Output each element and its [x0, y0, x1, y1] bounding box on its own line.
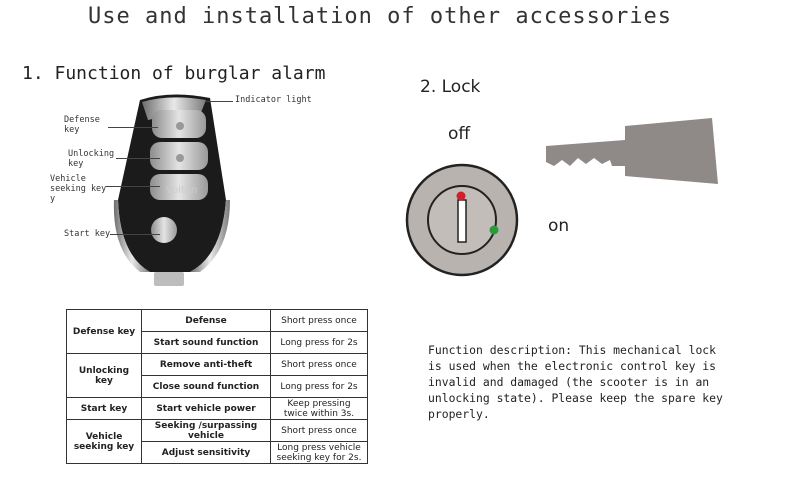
page-title: Use and installation of other accessorie… [88, 4, 673, 29]
key-function-table: Defense key Defense Short press once Sta… [66, 309, 368, 464]
group-vehicle-seeking-key: Vehicle seeking key [66, 419, 142, 464]
off-indicator-dot [456, 191, 466, 201]
operation-cell: Short press once [270, 419, 368, 442]
callout-line-defense [108, 127, 158, 128]
function-cell: Start vehicle power [141, 397, 271, 420]
lock-off-label: off [448, 124, 471, 144]
seeking-button-shape [150, 174, 208, 200]
function-cell: Defense [141, 309, 271, 332]
group-start-key: Start key [66, 397, 142, 420]
group-unlocking-key: Unlocking key [66, 353, 142, 398]
operation-cell: Long press vehicle seeking key for 2s. [270, 441, 368, 464]
key-fob-illustration: Voltan [113, 94, 230, 286]
table-row: Adjust sensitivity Long press vehicle se… [67, 441, 368, 464]
callout-line-start [110, 234, 160, 235]
callout-indicator-light: Indicator light [235, 95, 312, 105]
section-burglar-alarm-heading: 1. Function of burglar alarm [22, 63, 326, 84]
operation-cell: Long press for 2s [270, 375, 368, 398]
function-cell: Seeking /surpassing vehicle [141, 419, 271, 442]
lock-function-description: Function description: This mechanical lo… [428, 343, 723, 421]
section-lock-heading: 2. Lock [420, 77, 481, 97]
operation-cell: Keep pressing twice within 3s. [270, 397, 368, 420]
table-row: Unlocking key Remove anti-theft Short pr… [66, 353, 368, 398]
operation-cell: Short press once [270, 309, 368, 332]
function-cell: Adjust sensitivity [141, 441, 271, 464]
on-indicator-dot [489, 225, 499, 235]
callout-seeking-key: Vehicle seeking key y [50, 174, 107, 204]
callout-unlocking-key: Unlocking key [68, 149, 115, 169]
callout-line-indicator [205, 101, 233, 102]
group-defense-key: Defense key [66, 309, 142, 354]
lock-on-label: on [548, 216, 570, 236]
table-row: Start sound function Long press for 2s [67, 331, 368, 354]
spare-key-illustration [546, 118, 718, 184]
callout-line-seeking [106, 186, 160, 187]
table-row: Start key Start vehicle power Keep press… [66, 397, 368, 420]
function-cell: Start sound function [141, 331, 271, 354]
function-cell: Remove anti-theft [141, 353, 271, 376]
svg-text:Voltan: Voltan [166, 185, 197, 196]
callout-start-key: Start key [64, 229, 111, 239]
function-cell: Close sound function [141, 375, 271, 398]
operation-cell: Long press for 2s [270, 331, 368, 354]
mechanical-lock-illustration [405, 163, 519, 277]
operation-cell: Short press once [270, 353, 368, 376]
start-button-shape [151, 217, 177, 243]
callout-defense-key: Defense key [64, 115, 100, 135]
table-row: Vehicle seeking key Seeking /surpassing … [66, 419, 368, 464]
callout-line-unlocking [116, 158, 160, 159]
table-row: Defense key Defense Short press once [66, 309, 368, 354]
